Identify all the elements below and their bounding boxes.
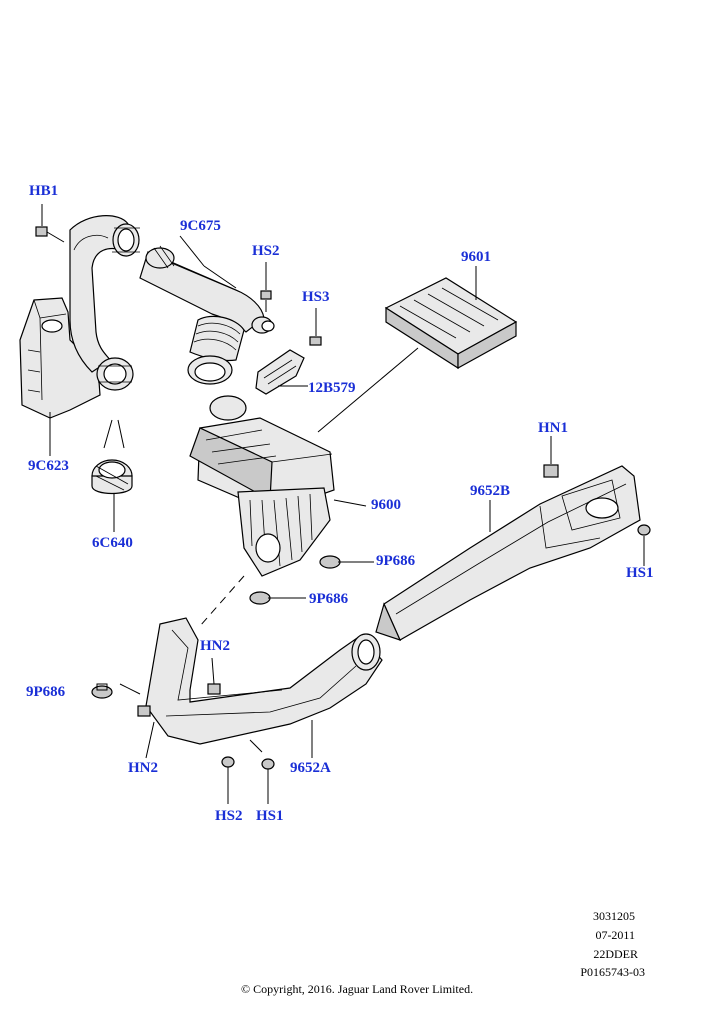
duct-9652b	[375, 465, 641, 641]
label-9p686-right: 9P686	[376, 553, 416, 569]
label-9p686-left: 9P686	[26, 684, 66, 700]
duct-9652a	[145, 617, 383, 745]
label-hs1-bottom: HS1	[256, 808, 284, 824]
footer-date: 07-2011	[595, 928, 635, 942]
screw-hs3	[309, 308, 322, 346]
air-filter-9601	[384, 277, 518, 370]
label-9652a: 9652A	[290, 760, 331, 776]
label-6c640: 6C640	[92, 535, 133, 551]
label-9c623: 9C623	[28, 458, 69, 474]
hose-clamp	[96, 357, 134, 391]
bolt-hs2-top	[260, 262, 272, 312]
label-9652b: 9652B	[470, 483, 511, 499]
footer-code: 3031205	[593, 909, 635, 923]
label-9600: 9600	[371, 497, 401, 513]
label-12b579: 12B579	[308, 380, 356, 396]
isolators-9p686	[91, 555, 341, 699]
air-cleaner-9600	[189, 395, 335, 577]
bolt-hb1	[35, 204, 65, 243]
label-hn2-top: HN2	[200, 638, 230, 654]
resonator-9c623	[19, 297, 101, 419]
footer-model: 22DDER	[593, 947, 638, 961]
intake-hose-9c675	[139, 245, 275, 385]
nut-hn1	[543, 436, 559, 478]
label-9c675: 9C675	[180, 218, 221, 234]
label-9p686-mid: 9P686	[309, 591, 349, 607]
label-9601: 9601	[461, 249, 491, 265]
bolt-hs1-right	[637, 524, 651, 566]
bolts-bottom	[221, 756, 275, 804]
footer-ref: P0165743-03	[580, 965, 645, 979]
resonator-tube	[69, 215, 140, 373]
label-hn1: HN1	[538, 420, 568, 436]
copyright-text: © Copyright, 2016. Jaguar Land Rover Lim…	[241, 982, 474, 996]
label-hs2-bottom: HS2	[215, 808, 243, 824]
leader-lines	[49, 235, 491, 759]
label-hs2-top: HS2	[252, 243, 280, 259]
sensor-12b579	[255, 349, 308, 395]
label-hb1: HB1	[29, 183, 59, 199]
label-hs1-right: HS1	[626, 565, 654, 581]
label-hs3: HS3	[302, 289, 330, 305]
coupler-6c640	[91, 459, 133, 495]
label-hn2-bottom: HN2	[128, 760, 158, 776]
